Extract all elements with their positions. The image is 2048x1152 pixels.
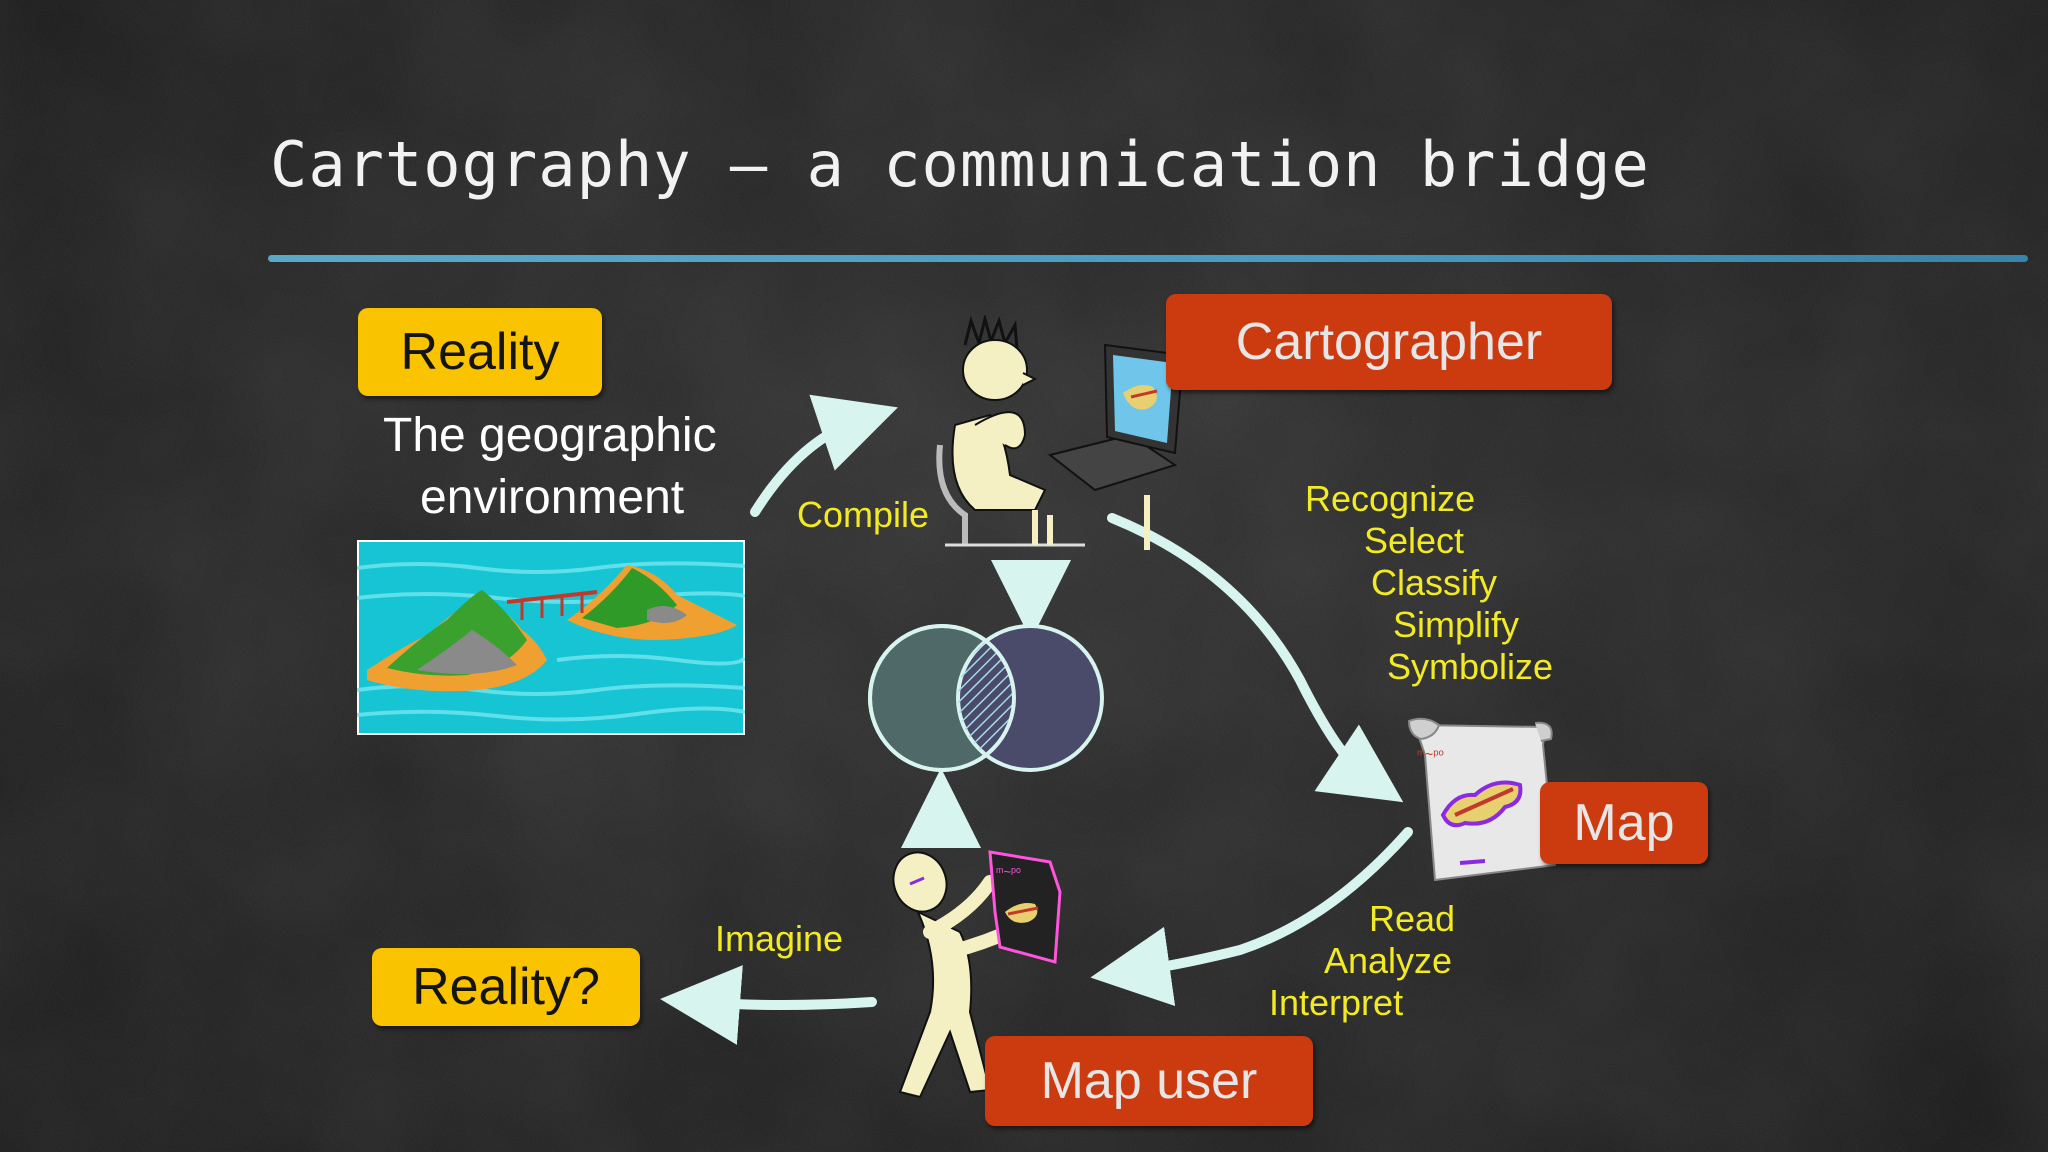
- step-select: Select: [1364, 520, 1465, 561]
- reality-question-tag: Reality?: [372, 948, 640, 1026]
- reality-label: Reality: [400, 323, 560, 381]
- scroll-map-icon: ᵐ~ᵖᵒ: [1407, 717, 1557, 882]
- cartographer-label: Cartographer: [1235, 313, 1543, 371]
- compile-arrow: [750, 394, 898, 517]
- map-tag: Map: [1540, 782, 1708, 864]
- map-user-figure: ᵐ~ᵖᵒ: [892, 850, 1062, 1099]
- venn-overlap-icon: [868, 624, 1104, 772]
- step-classify: Classify: [1371, 562, 1498, 603]
- map-user-tag: Map user: [985, 1036, 1313, 1126]
- map-user-label: Map user: [1040, 1052, 1258, 1110]
- step-read: Read: [1369, 898, 1456, 939]
- reality-question-label: Reality?: [412, 958, 600, 1016]
- map-to-user-arrow: [1090, 827, 1413, 1007]
- svg-text:ᵐ~ᵖᵒ: ᵐ~ᵖᵒ: [1417, 746, 1444, 762]
- cartographer-at-laptop-figure: [936, 315, 1185, 550]
- svg-text:ᵐ~ᵖᵒ: ᵐ~ᵖᵒ: [996, 864, 1021, 879]
- step-interpret: Interpret: [1269, 982, 1404, 1023]
- slide-title: Cartography – a communication bridge: [270, 128, 1650, 201]
- map-label: Map: [1573, 794, 1675, 852]
- step-symbolize: Symbolize: [1387, 646, 1554, 687]
- step-analyze: Analyze: [1324, 940, 1453, 981]
- imagine-label: Imagine: [715, 918, 844, 959]
- reality-subtitle-line2: environment: [420, 471, 685, 524]
- title-rule: [268, 255, 2028, 262]
- reality-tag: Reality: [358, 308, 602, 396]
- reality-subtitle-line1: The geographic: [383, 409, 717, 462]
- step-recognize: Recognize: [1305, 478, 1476, 519]
- cartographer-tag: Cartographer: [1166, 294, 1612, 390]
- cartographer-to-map-arrow: [1107, 513, 1404, 803]
- imagine-arrow: [660, 965, 877, 1045]
- island-landscape-illustration: [357, 540, 745, 735]
- compile-label: Compile: [797, 494, 930, 535]
- step-simplify: Simplify: [1393, 604, 1520, 645]
